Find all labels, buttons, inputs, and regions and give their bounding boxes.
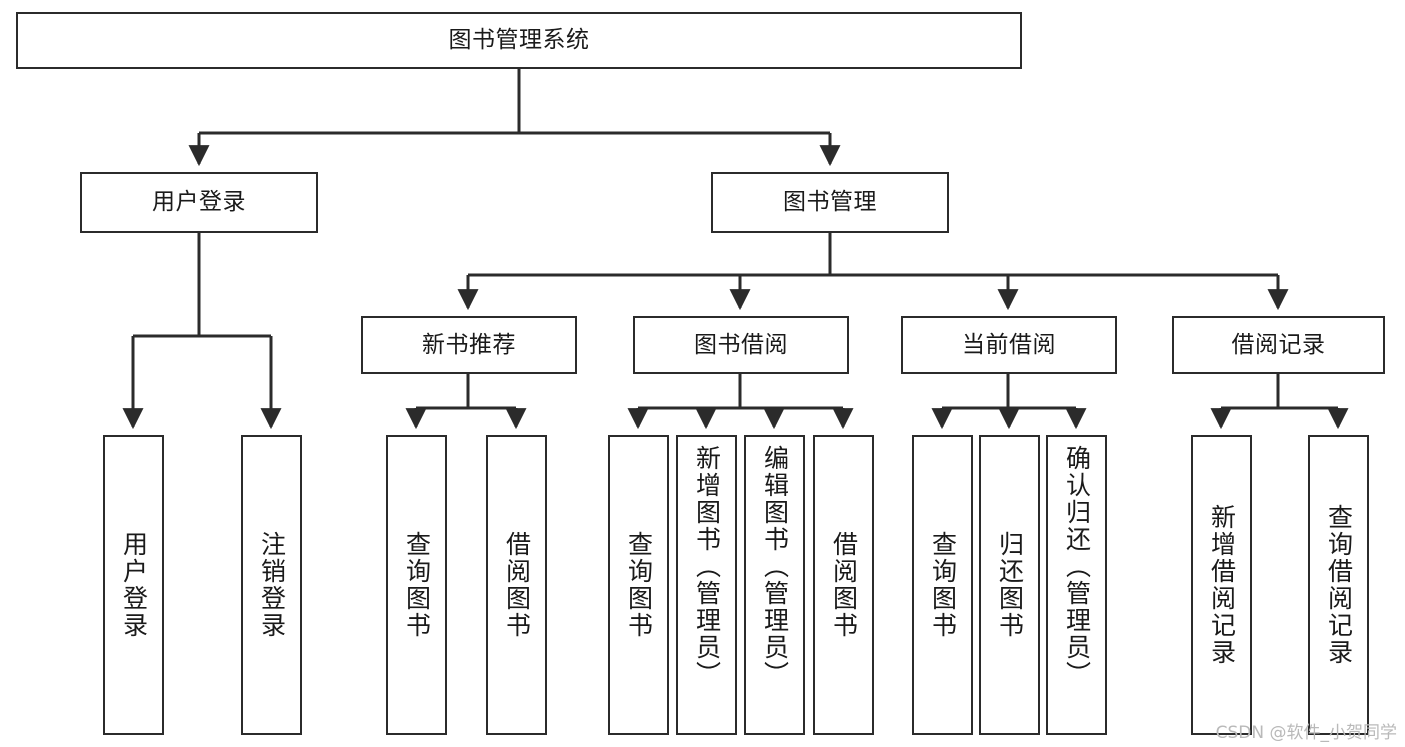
node-current-borrow-label: 当前借阅 bbox=[962, 331, 1056, 358]
node-leaf-logout-label: 注销登录 bbox=[257, 531, 287, 639]
node-leaf-query-record[interactable]: 查询借阅记录 bbox=[1308, 435, 1369, 735]
node-leaf-add-record-label: 新增借阅记录 bbox=[1207, 504, 1237, 666]
node-leaf-query-book-1-label: 查询图书 bbox=[402, 531, 432, 639]
node-leaf-add-book-label: 新增图书（管理员） bbox=[692, 445, 722, 688]
node-leaf-return-book[interactable]: 归还图书 bbox=[979, 435, 1040, 735]
node-leaf-confirm-return[interactable]: 确认归还（管理员） bbox=[1046, 435, 1107, 735]
node-user-login[interactable]: 用户登录 bbox=[80, 172, 318, 233]
node-borrow-record[interactable]: 借阅记录 bbox=[1172, 316, 1385, 374]
node-book-borrow[interactable]: 图书借阅 bbox=[633, 316, 849, 374]
node-borrow-record-label: 借阅记录 bbox=[1231, 331, 1326, 358]
node-leaf-edit-book[interactable]: 编辑图书（管理员） bbox=[744, 435, 805, 735]
node-root-label: 图书管理系统 bbox=[448, 27, 590, 54]
node-leaf-user-login[interactable]: 用户登录 bbox=[103, 435, 164, 735]
node-leaf-confirm-return-label: 确认归还（管理员） bbox=[1062, 445, 1092, 688]
node-leaf-query-book-2[interactable]: 查询图书 bbox=[608, 435, 669, 735]
node-leaf-borrow-book-2-label: 借阅图书 bbox=[829, 531, 859, 639]
node-new-book-rec-label: 新书推荐 bbox=[422, 331, 516, 358]
node-current-borrow[interactable]: 当前借阅 bbox=[901, 316, 1117, 374]
node-leaf-borrow-book-1[interactable]: 借阅图书 bbox=[486, 435, 547, 735]
node-leaf-add-record[interactable]: 新增借阅记录 bbox=[1191, 435, 1252, 735]
node-user-login-label: 用户登录 bbox=[152, 189, 246, 216]
node-leaf-borrow-book-2[interactable]: 借阅图书 bbox=[813, 435, 874, 735]
node-leaf-query-book-3[interactable]: 查询图书 bbox=[912, 435, 973, 735]
node-leaf-logout[interactable]: 注销登录 bbox=[241, 435, 302, 735]
node-leaf-add-book[interactable]: 新增图书（管理员） bbox=[676, 435, 737, 735]
node-leaf-return-book-label: 归还图书 bbox=[995, 531, 1025, 639]
node-leaf-query-book-1[interactable]: 查询图书 bbox=[386, 435, 447, 735]
node-leaf-query-record-label: 查询借阅记录 bbox=[1324, 504, 1354, 666]
node-leaf-edit-book-label: 编辑图书（管理员） bbox=[760, 445, 790, 688]
node-leaf-query-book-3-label: 查询图书 bbox=[928, 531, 958, 639]
node-leaf-borrow-book-1-label: 借阅图书 bbox=[502, 531, 532, 639]
node-leaf-query-book-2-label: 查询图书 bbox=[624, 531, 654, 639]
node-book-manage-label: 图书管理 bbox=[783, 189, 877, 216]
csdn-watermark: CSDN @软件_小贺同学 bbox=[1215, 723, 1397, 743]
node-root[interactable]: 图书管理系统 bbox=[16, 12, 1022, 69]
node-leaf-user-login-label: 用户登录 bbox=[119, 531, 149, 639]
node-book-manage[interactable]: 图书管理 bbox=[711, 172, 949, 233]
node-book-borrow-label: 图书借阅 bbox=[694, 331, 788, 358]
node-new-book-rec[interactable]: 新书推荐 bbox=[361, 316, 577, 374]
